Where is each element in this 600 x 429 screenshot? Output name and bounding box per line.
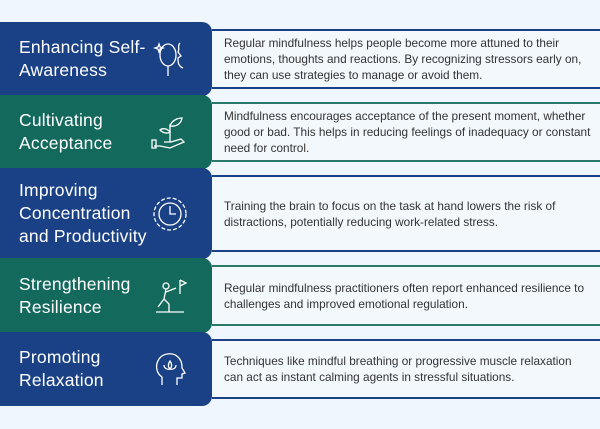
item-title-tab: Promoting Relaxation [0, 332, 212, 406]
item-relaxation: Promoting Relaxation Techniques like min… [0, 332, 600, 406]
clock-gear-icon [153, 196, 187, 231]
item-resilience: Strengthening Resilience Regular mindful… [0, 258, 600, 333]
hand-plant-icon [151, 117, 186, 149]
item-title: Improving Concentration and Productivity [19, 180, 147, 246]
climber-flag-icon [156, 278, 188, 313]
item-description: Regular mindfulness helps people become … [212, 29, 600, 89]
mind-mirror-icon [152, 41, 184, 76]
item-title: Enhancing Self-Awareness [19, 37, 146, 80]
item-title: Strengthening Resilience [19, 273, 131, 317]
item-description: Techniques like mindful breathing or pro… [212, 339, 600, 399]
item-title-tab: Enhancing Self-Awareness [0, 22, 212, 96]
item-title-tab: Cultivating Acceptance [0, 95, 212, 169]
item-description: Regular mindfulness practitioners often … [212, 265, 600, 326]
item-self-awareness: Enhancing Self-Awareness Regular mindful… [0, 22, 600, 96]
item-description: Training the brain to focus on the task … [212, 175, 600, 252]
item-title-tab: Improving Concentration and Productivity [0, 168, 212, 259]
head-lotus-icon [155, 353, 186, 385]
item-title: Promoting Relaxation [19, 347, 104, 390]
item-acceptance: Cultivating Acceptance Mindfulness encou… [0, 95, 600, 169]
item-concentration: Improving Concentration and Productivity… [0, 168, 600, 259]
item-description: Mindfulness encourages acceptance of the… [212, 102, 600, 162]
item-title-tab: Strengthening Resilience [0, 258, 212, 333]
item-title: Cultivating Acceptance [19, 110, 113, 153]
